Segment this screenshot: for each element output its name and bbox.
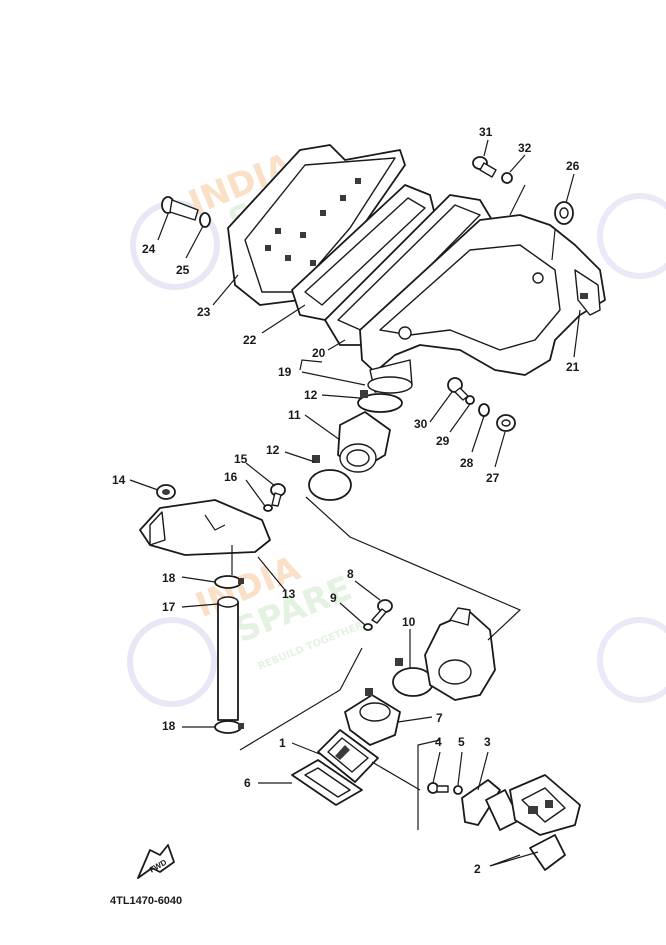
part-31-bolt bbox=[472, 156, 497, 178]
reed-valve-body bbox=[509, 774, 581, 836]
part-1-reed-valve bbox=[317, 729, 379, 783]
part-28-collar bbox=[478, 403, 490, 417]
callout-23: 23 bbox=[197, 305, 211, 319]
part-17-hose bbox=[217, 596, 239, 721]
leader-lines bbox=[129, 139, 581, 867]
callout-18-lower: 18 bbox=[162, 719, 176, 733]
callout-22: 22 bbox=[243, 333, 257, 347]
part-21-air-box-case bbox=[359, 214, 606, 376]
part-23-filter-frame bbox=[227, 144, 406, 306]
callout-8: 8 bbox=[347, 567, 354, 581]
callout-12-lower: 12 bbox=[266, 443, 280, 457]
part-6-gasket bbox=[291, 759, 363, 806]
callout-29: 29 bbox=[436, 434, 450, 448]
callout-5: 5 bbox=[458, 735, 465, 749]
part-9-washer bbox=[363, 623, 373, 631]
part-7-manifold bbox=[344, 688, 401, 746]
callout-labels: 31 32 26 24 25 23 22 20 19 12 11 12 21 3… bbox=[112, 125, 580, 876]
watermark-wrench-icon bbox=[597, 617, 666, 703]
callout-27: 27 bbox=[486, 471, 500, 485]
callout-32: 32 bbox=[518, 141, 532, 155]
callout-15: 15 bbox=[234, 452, 248, 466]
callout-1: 1 bbox=[279, 736, 286, 750]
part-24-bolt bbox=[161, 196, 199, 221]
part-32-washer bbox=[501, 172, 513, 184]
part-29-washer bbox=[465, 395, 475, 405]
callout-7: 7 bbox=[436, 711, 443, 725]
diagram-code: 4TL1470-6040 bbox=[110, 895, 182, 907]
callout-26: 26 bbox=[566, 159, 580, 173]
part-4-screw bbox=[427, 782, 449, 794]
part-18-clamp-lower bbox=[214, 720, 244, 734]
part-12-clamp-upper bbox=[357, 390, 403, 413]
callout-14: 14 bbox=[112, 473, 126, 487]
callout-2: 2 bbox=[474, 862, 481, 876]
callout-9: 9 bbox=[330, 591, 337, 605]
callout-31: 31 bbox=[479, 125, 493, 139]
carburetor-body bbox=[424, 607, 496, 701]
part-27-damper bbox=[496, 414, 516, 432]
part-15-bolt bbox=[270, 483, 286, 507]
part-26-grommet bbox=[554, 201, 574, 225]
callout-11: 11 bbox=[288, 408, 301, 422]
part-8-screw bbox=[371, 599, 393, 624]
callout-13: 13 bbox=[282, 587, 296, 601]
watermark-right-top bbox=[597, 193, 666, 279]
callout-20: 20 bbox=[312, 346, 326, 360]
part-19-air-box-outlet bbox=[367, 359, 413, 394]
callout-6: 6 bbox=[244, 776, 251, 790]
callout-3: 3 bbox=[484, 735, 491, 749]
part-13-cover bbox=[139, 499, 271, 556]
callout-24: 24 bbox=[142, 242, 156, 256]
part-14-grommet bbox=[156, 484, 176, 500]
callout-18-upper: 18 bbox=[162, 571, 176, 585]
callout-19: 19 bbox=[278, 365, 292, 379]
callout-4: 4 bbox=[435, 735, 442, 749]
callout-25: 25 bbox=[176, 263, 190, 277]
callout-10: 10 bbox=[402, 615, 416, 629]
fwd-arrow-icon: FWD bbox=[137, 844, 175, 879]
callout-30: 30 bbox=[414, 417, 428, 431]
watermark-wrench-icon bbox=[597, 193, 666, 279]
part-16-washer bbox=[263, 504, 273, 512]
callout-21: 21 bbox=[566, 360, 580, 374]
part-25-washer bbox=[199, 212, 211, 228]
callout-17: 17 bbox=[162, 600, 176, 614]
callout-12-upper: 12 bbox=[304, 388, 318, 402]
callout-28: 28 bbox=[460, 456, 474, 470]
part-12-clamp-lower bbox=[308, 455, 352, 501]
part-5-washer bbox=[453, 785, 463, 795]
part-11-joint bbox=[337, 411, 391, 473]
callout-16: 16 bbox=[224, 470, 238, 484]
part-2-reed-plate-lower bbox=[529, 834, 566, 871]
watermark-right-bottom bbox=[597, 617, 666, 703]
part-30-bolt bbox=[447, 377, 469, 401]
watermark-wrench-icon bbox=[127, 617, 217, 707]
